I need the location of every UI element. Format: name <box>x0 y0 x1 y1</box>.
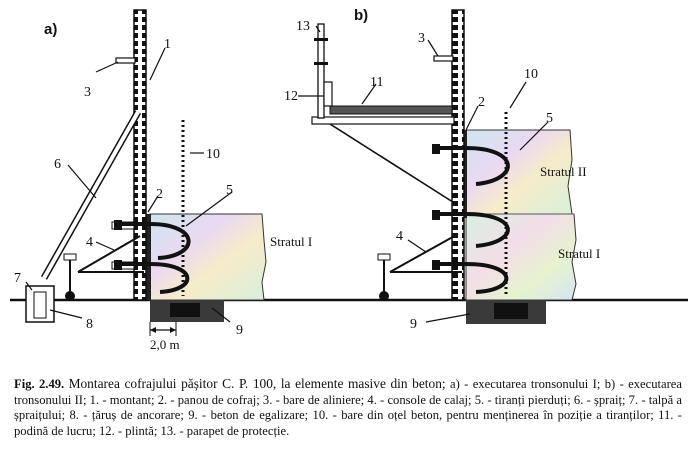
working-platform <box>329 105 453 115</box>
label-a-3: 3 <box>84 85 91 100</box>
stanchion-b <box>451 9 465 301</box>
label-b-13: 13 <box>296 19 310 34</box>
anchor-stake <box>33 291 47 319</box>
caption-title: Montarea cofrajului pășitor C. P. 100, l… <box>68 376 446 391</box>
tie-bolts-a <box>118 222 191 294</box>
label-a-10: 10 <box>206 147 220 162</box>
tie-bolts-b <box>436 146 510 294</box>
label-b-3: 3 <box>418 31 425 46</box>
figure-caption: Fig. 2.49. Montarea cofrajului pășitor C… <box>14 376 682 439</box>
support-bracket-a <box>77 235 141 273</box>
support-bracket-b <box>389 233 459 273</box>
toe-board <box>323 81 333 107</box>
panel-b-label: b) <box>354 7 368 24</box>
label-a-4: 4 <box>86 235 93 250</box>
label-a-9: 9 <box>236 323 243 338</box>
label-b-9: 9 <box>410 317 417 332</box>
alignment-bar-b <box>433 55 454 62</box>
label-a-5: 5 <box>226 183 233 198</box>
layer-label-b-upper: Stratul II <box>540 164 587 179</box>
label-a-8: 8 <box>86 317 93 332</box>
platform-brace <box>329 123 457 205</box>
caption-lead: Fig. 2.49. <box>14 377 65 391</box>
label-a-6: 6 <box>54 157 61 172</box>
label-b-11: 11 <box>370 75 383 90</box>
label-b-2: 2 <box>478 95 485 110</box>
label-b-12: 12 <box>284 89 298 104</box>
caption-body: a) - executarea tronsonului I; b) - exec… <box>14 377 682 438</box>
label-b-5: 5 <box>546 111 553 126</box>
panel-a-label: a) <box>44 21 57 38</box>
label-a-2: 2 <box>156 187 163 202</box>
label-b-10: 10 <box>524 67 538 82</box>
layer-label-a: Stratul I <box>270 234 312 249</box>
formwork-panel-a <box>144 214 151 300</box>
panel-a: a) <box>14 9 312 352</box>
guardrail-post <box>317 23 325 119</box>
label-a-7: 7 <box>14 271 21 286</box>
label-b-4: 4 <box>396 229 403 244</box>
dimension-label: 2,0 m <box>150 337 180 352</box>
alignment-bar-a <box>115 57 136 64</box>
label-a-1: 1 <box>164 37 171 52</box>
layer-label-b-lower: Stratul I <box>558 246 600 261</box>
stanchion-a <box>133 9 147 301</box>
panel-b: b) <box>284 7 600 332</box>
